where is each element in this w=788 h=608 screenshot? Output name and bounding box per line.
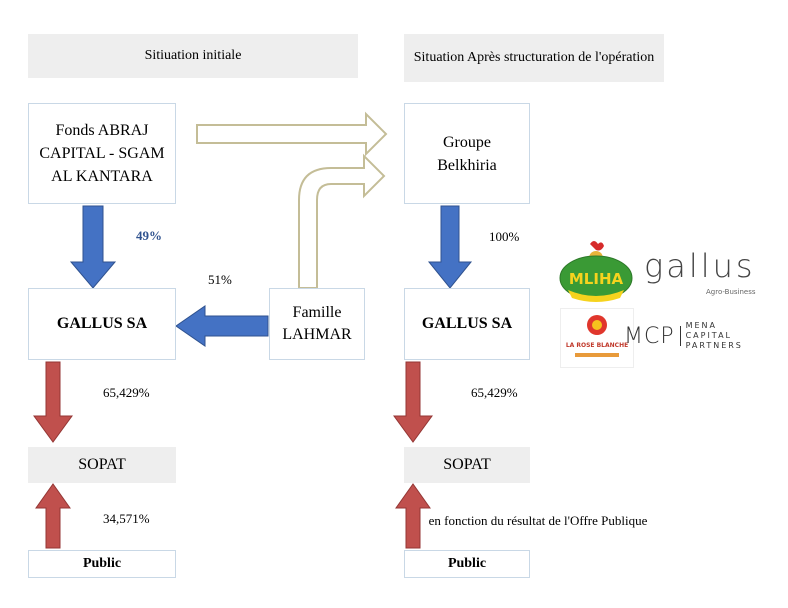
sopat-box-right: SOPAT xyxy=(404,447,530,483)
arrow-lahmar-to-belkhiria xyxy=(298,153,386,289)
mliha-badge-icon: MLIHA xyxy=(559,241,633,302)
lahmar-pct: 51% xyxy=(208,272,232,287)
public-label-left: Public xyxy=(82,556,122,571)
left-header: Sitiuation initiale xyxy=(28,34,358,78)
gallus-wordmark: gallus xyxy=(644,247,756,285)
mcp-logo: MCP MENA CAPITAL PARTNERS xyxy=(624,321,764,351)
arrow-public-to-sopat-left xyxy=(35,483,71,549)
arrow-public-to-sopat-right xyxy=(395,483,431,549)
sopat-label-left: SOPAT xyxy=(78,456,126,473)
arrow-abraj-to-belkhiria xyxy=(196,111,388,157)
arrow-gallus-to-sopat-left xyxy=(33,361,73,443)
gallus-pct-right: 65,429% xyxy=(471,385,518,400)
lahmar-label: Famille LAHMAR xyxy=(282,304,352,343)
gallus-logo: gallus Agro-Business xyxy=(644,248,764,298)
gallus-pct-left: 65,429% xyxy=(103,385,150,400)
lahmar-box: Famille LAHMAR xyxy=(269,288,365,360)
rose-blanche-logo: LA ROSE BLANCHE xyxy=(560,308,634,368)
right-header-text: Situation Après structuration de l'opéra… xyxy=(413,50,655,65)
sopat-box-left: SOPAT xyxy=(28,447,176,483)
arrow-abraj-to-gallus xyxy=(69,205,117,289)
abraj-box: Fonds ABRAJ CAPITAL - SGAM AL KANTARA xyxy=(28,103,176,204)
gallus-box-left: GALLUS SA xyxy=(28,288,176,360)
public-label-right: Public xyxy=(447,556,487,571)
rose-blanche-text: LA ROSE BLANCHE xyxy=(566,342,628,349)
belkhiria-pct: 100% xyxy=(489,229,520,244)
left-header-text: Sitiuation initiale xyxy=(144,48,242,63)
gallus-tagline: Agro-Business xyxy=(706,288,756,296)
public-pct-left: 34,571% xyxy=(103,511,150,526)
public-box-left: Public xyxy=(28,550,176,578)
mcp-divider xyxy=(679,326,681,346)
abraj-label: Fonds ABRAJ CAPITAL - SGAM AL KANTARA xyxy=(39,122,165,185)
belkhiria-box: Groupe Belkhiria xyxy=(404,103,530,204)
belkhiria-label: Groupe Belkhiria xyxy=(437,133,497,174)
abraj-pct: 49% xyxy=(136,228,162,243)
mcp-text-block: MENA CAPITAL PARTNERS xyxy=(686,321,764,351)
gallus-label-left: GALLUS SA xyxy=(56,315,148,332)
arrow-lahmar-to-gallus xyxy=(175,305,269,347)
sopat-label-right: SOPAT xyxy=(443,456,491,473)
rose-icon: LA ROSE BLANCHE xyxy=(566,315,628,357)
mcp-line1: MENA CAPITAL xyxy=(685,321,732,340)
arrow-gallus-to-sopat-right xyxy=(393,361,433,443)
mliha-text: MLIHA xyxy=(569,270,624,288)
public-note-right: en fonction du résultat de l'Offre Publi… xyxy=(428,513,648,528)
mcp-line2: PARTNERS xyxy=(685,341,743,350)
public-box-right: Public xyxy=(404,550,530,578)
gallus-box-right: GALLUS SA xyxy=(404,288,530,360)
arrow-belkhiria-to-gallus xyxy=(427,205,473,289)
mliha-logo: MLIHA xyxy=(556,236,636,306)
gallus-label-right: GALLUS SA xyxy=(421,315,513,332)
right-header: Situation Après structuration de l'opéra… xyxy=(404,34,664,82)
mcp-wordmark: MCP xyxy=(624,323,675,349)
